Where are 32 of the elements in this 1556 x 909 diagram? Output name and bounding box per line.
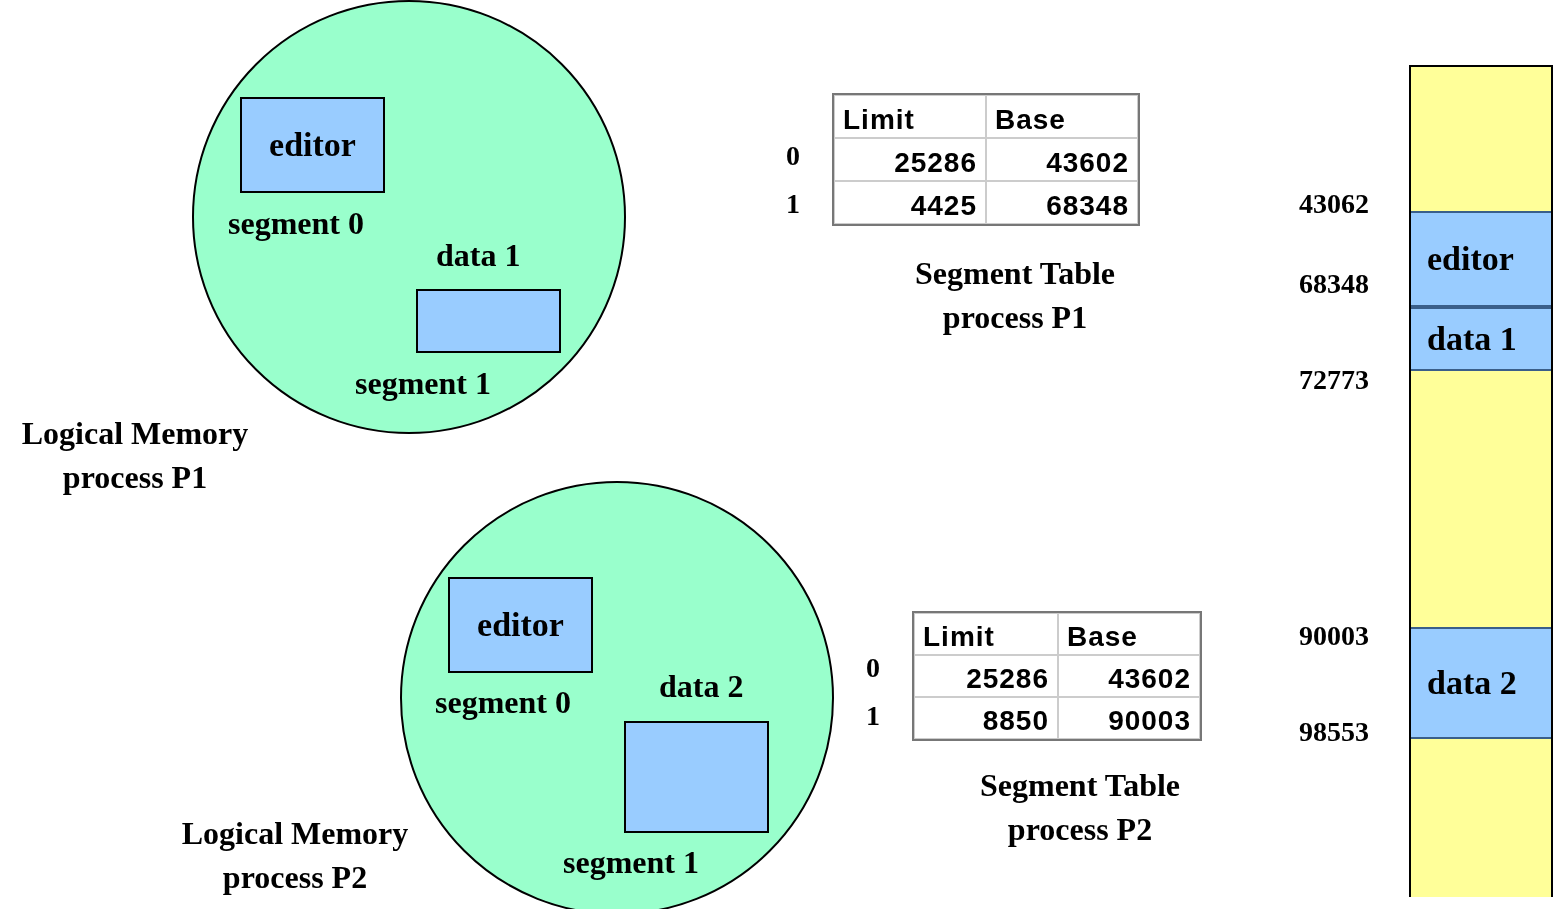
segment-box: editor <box>448 577 593 673</box>
free-memory <box>1411 739 1551 897</box>
address: 90003 <box>1299 620 1369 652</box>
segment-label: segment 0 <box>435 684 571 721</box>
memory-segment: data 1 <box>1411 307 1551 371</box>
free-memory <box>1411 371 1551 627</box>
caption: Logical Memory process P2 <box>180 814 410 897</box>
row-index: 1 <box>786 188 800 220</box>
segment-label: data 1 <box>436 237 521 274</box>
caption: Logical Memory process P1 <box>20 414 250 497</box>
segment-label: segment 1 <box>563 844 699 881</box>
address: 72773 <box>1299 364 1369 396</box>
segment-label: data 2 <box>659 668 744 705</box>
address: 98553 <box>1299 716 1369 748</box>
caption: Segment Table process P2 <box>979 766 1181 849</box>
physical-memory-column <box>1409 65 1553 897</box>
segment-box: editor <box>240 97 385 193</box>
row-index: 1 <box>866 700 880 732</box>
segment-label: segment 1 <box>355 365 491 402</box>
memory-segment: data 2 <box>1411 627 1551 739</box>
address: 43062 <box>1299 188 1369 220</box>
segment-table: Limit Base 25286 43602 4425 68348 <box>832 93 1140 226</box>
row-index: 0 <box>866 652 880 684</box>
address: 68348 <box>1299 268 1369 300</box>
row-index: 0 <box>786 140 800 172</box>
caption: Segment Table process P1 <box>914 254 1116 337</box>
segment-label: segment 0 <box>228 205 364 242</box>
segment-table: Limit Base 25286 43602 8850 90003 <box>912 611 1202 741</box>
segment-box <box>624 721 769 833</box>
segment-box <box>416 289 561 353</box>
memory-segment: editor <box>1411 211 1551 307</box>
free-memory <box>1411 67 1551 211</box>
